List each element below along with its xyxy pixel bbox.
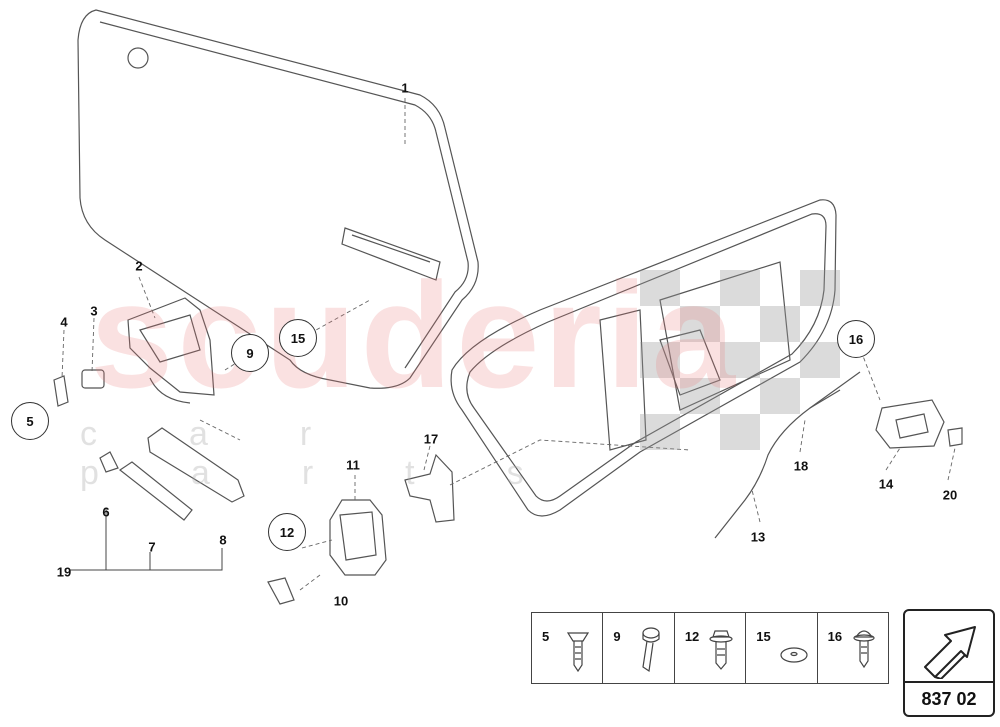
circled-callout-16: 16 — [837, 320, 875, 358]
circled-callout-5: 5 — [11, 402, 49, 440]
callout-6: 6 — [102, 504, 110, 520]
hardware-cell: 15 — [746, 613, 818, 683]
hardware-cell: 16 — [818, 613, 888, 683]
cable-18 — [714, 371, 861, 539]
callout-1: 1 — [401, 80, 409, 96]
outer-door-panel — [77, 9, 479, 389]
door-latch-11 — [329, 499, 387, 576]
callout-2: 2 — [135, 258, 143, 274]
hardware-number: 16 — [827, 629, 843, 644]
callout-19: 19 — [56, 564, 72, 580]
next-page-arrow-icon — [924, 626, 976, 679]
callout-7: 7 — [148, 539, 156, 555]
lock-mechanism-2 — [127, 297, 215, 396]
countersunk-screw-icon — [566, 632, 590, 673]
hardware-cell: 5 — [532, 613, 604, 683]
callout-10: 10 — [333, 593, 349, 609]
reference-code: 837 02 — [905, 681, 993, 710]
inner-handle-14 — [875, 399, 945, 449]
callout-14: 14 — [878, 476, 894, 492]
hardware-number: 9 — [613, 629, 621, 644]
hardware-number: 5 — [542, 629, 550, 644]
callout-3: 3 — [90, 303, 98, 319]
washer-icon — [780, 647, 808, 663]
inner-door-frame — [450, 199, 837, 517]
outer-handle-8 — [147, 427, 245, 503]
flange-bolt-icon — [709, 630, 733, 670]
next-page-reference[interactable]: 837 02 — [903, 609, 995, 717]
callout-17: 17 — [423, 431, 439, 447]
circled-callout-15: 15 — [279, 319, 317, 357]
hex-bolt-icon — [642, 627, 661, 673]
hardware-cell: 12 — [675, 613, 747, 683]
hardware-number: 12 — [684, 629, 700, 644]
callout-13: 13 — [750, 529, 766, 545]
hardware-legend-table: 5 9 12 — [531, 612, 889, 684]
torx-bolt-icon — [853, 630, 875, 669]
callout-4: 4 — [60, 314, 68, 330]
hardware-cell: 9 — [603, 613, 675, 683]
callout-11: 11 — [346, 457, 360, 473]
callout-20: 20 — [942, 487, 958, 503]
hardware-number: 15 — [756, 629, 771, 644]
circled-callout-9: 9 — [231, 334, 269, 372]
circled-callout-12: 12 — [268, 513, 306, 551]
callout-8: 8 — [219, 532, 227, 548]
callout-18: 18 — [793, 458, 809, 474]
